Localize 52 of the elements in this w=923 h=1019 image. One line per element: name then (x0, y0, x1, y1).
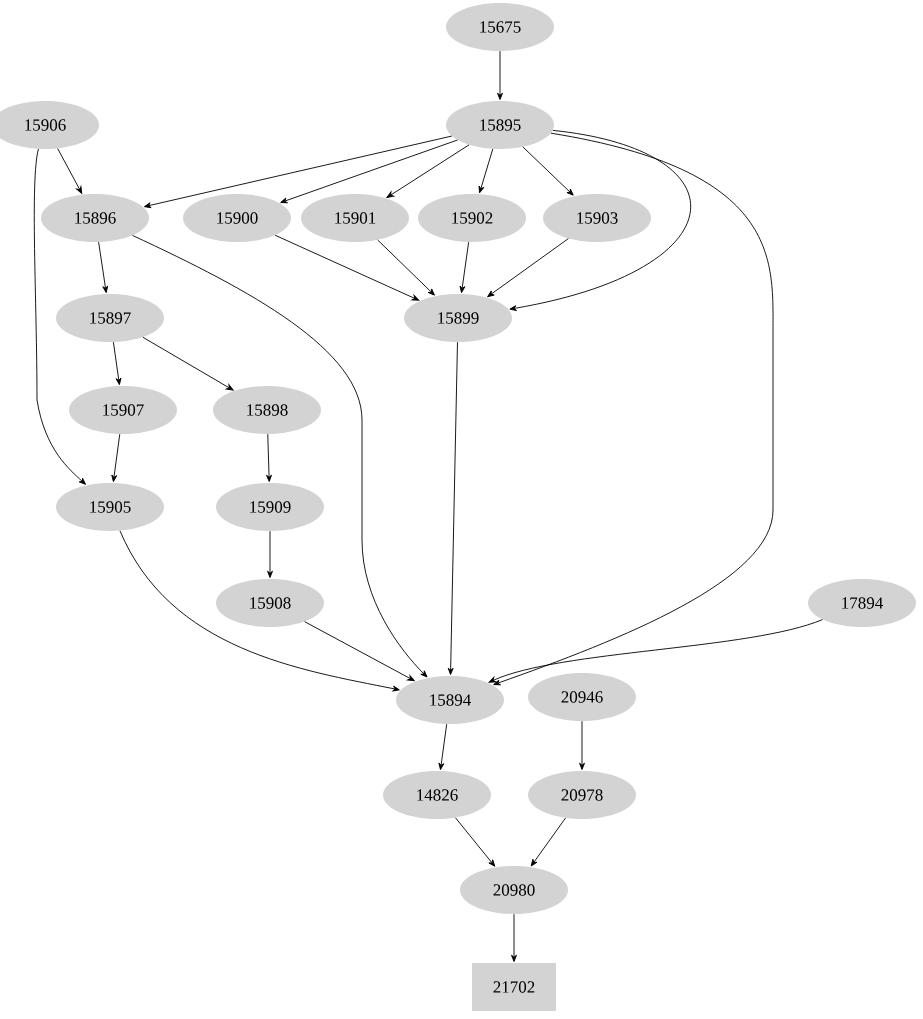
arrow (530, 817, 566, 867)
graph-node: 15900 (183, 194, 291, 242)
arrow (33, 148, 86, 485)
graph-node: 15896 (41, 194, 149, 242)
arrow (459, 241, 470, 294)
graph-node: 15909 (216, 483, 324, 531)
graph-node: 15902 (418, 194, 526, 242)
graph-node: 15897 (56, 294, 164, 342)
arrow (98, 241, 109, 294)
arrow (579, 720, 585, 770)
graph-node: 17894 (808, 579, 916, 627)
graph-node: 15907 (69, 386, 177, 434)
arrow (497, 50, 503, 100)
arrow (142, 336, 234, 391)
arrow (377, 239, 435, 296)
arrow (386, 144, 470, 198)
graph-node: 15675 (446, 3, 554, 51)
graph-node: 15905 (56, 483, 164, 531)
graph-node: 14826 (383, 771, 491, 819)
graph-node: 15903 (543, 194, 651, 242)
graph-node: 20946 (528, 673, 636, 721)
arrow (493, 132, 774, 686)
arrow (522, 146, 574, 196)
arrow (111, 433, 121, 483)
graph-node: 20980 (460, 866, 568, 914)
arrow (143, 135, 453, 209)
arrow (132, 235, 428, 678)
graph-node: 15898 (213, 386, 321, 434)
arrow (478, 148, 494, 194)
arrow (511, 913, 517, 962)
arrow (274, 234, 420, 301)
graph-node: 15895 (446, 101, 554, 149)
arrow (488, 619, 823, 683)
arrow (112, 341, 122, 386)
graph-box: 21702 (472, 963, 556, 1011)
arrow (447, 341, 458, 675)
arrow (280, 139, 458, 204)
graph-node: 15894 (396, 676, 504, 724)
arrow (267, 530, 273, 578)
arrow (438, 723, 448, 771)
arrow (119, 530, 400, 692)
graph-node: 15906 (0, 101, 99, 149)
graph-node: 15908 (216, 579, 324, 627)
arrow (266, 433, 272, 482)
arrow (509, 129, 691, 311)
arrow (57, 148, 83, 194)
arrow (304, 621, 415, 682)
graph-node: 15899 (404, 294, 512, 342)
arrow (487, 238, 569, 298)
arrow (455, 817, 496, 867)
graph-node: 20978 (528, 771, 636, 819)
graph-node: 15901 (301, 194, 409, 242)
